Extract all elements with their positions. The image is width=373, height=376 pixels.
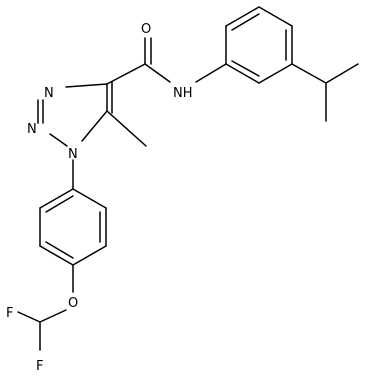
isopropyl-bond	[291, 63, 327, 84]
ring-bond	[225, 6, 260, 27]
ring-inner-bond	[45, 195, 74, 213]
ring-bond	[39, 245, 74, 266]
bond-c4-n3	[65, 83, 108, 88]
fluorine-lower-label: F	[36, 359, 43, 374]
phenylene-ring	[39, 159, 107, 266]
ring-bond	[225, 63, 260, 84]
isopropylphenyl-ring	[225, 6, 293, 84]
bond-o-c	[39, 309, 67, 323]
triazole-ring	[37, 81, 113, 147]
isopropyl-group	[291, 63, 359, 122]
ring-bond	[72, 188, 107, 209]
amide-nitrogen-label: NH	[173, 86, 193, 101]
ring-inner-bond	[231, 60, 260, 77]
carboxamide-group	[106, 37, 227, 85]
bond-n2-n1	[49, 133, 68, 147]
difluoromethoxy-group	[17, 264, 74, 351]
bond-c4-carbonyl	[106, 63, 146, 85]
bond-c-f	[17, 311, 41, 323]
ring-bond	[258, 63, 293, 84]
ether-oxygen-label: O	[68, 296, 78, 311]
carbonyl-oxygen-label: O	[141, 22, 151, 37]
ring-bond	[72, 245, 107, 266]
ring-bond	[258, 6, 293, 27]
ring-bond	[39, 188, 74, 209]
bond-c-n	[144, 63, 171, 83]
triazole-n1-label: N	[68, 147, 78, 162]
triazole-n2-label: N	[27, 122, 37, 137]
methyl-bond	[106, 110, 147, 147]
fluorine-upper-label: F	[6, 306, 13, 321]
ring-inner-bond	[231, 13, 260, 31]
ring-inner-bond	[45, 241, 74, 259]
isopropyl-bond	[325, 63, 359, 84]
bond-n-aryl	[195, 63, 227, 83]
triazole-n3-label: N	[44, 86, 54, 101]
bond-n1-c5	[81, 110, 108, 142]
